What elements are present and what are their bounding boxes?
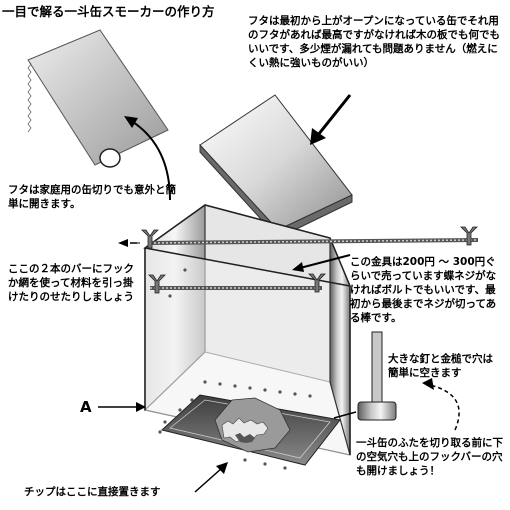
plate-arrow bbox=[129, 119, 171, 201]
bolt-arrow bbox=[292, 262, 304, 272]
lid-note: フタは最初から上がオープンになっている缶でそれ用のフタがあれば最高ですがなければ… bbox=[248, 15, 500, 69]
wing-nut bbox=[308, 273, 326, 293]
hole-arrow bbox=[422, 378, 434, 390]
cut-lid-plate bbox=[27, 29, 169, 168]
label-a: A bbox=[80, 398, 92, 416]
bars-note: ここの２本のバーにフックか網を使って材料を引っ掛けたりのせたりしましょう bbox=[8, 263, 134, 303]
hole-note: 一斗缶のふたを切り取る前に下の空気穴も上のフックバーの穴も開けましょう！ bbox=[356, 437, 503, 477]
chips-arrow bbox=[194, 467, 223, 493]
pour-hole bbox=[99, 148, 121, 168]
page-title: 一目で解る一斗缶スモーカーの作り方 bbox=[2, 4, 215, 19]
nail bbox=[333, 411, 357, 419]
cut-note: フタは家庭用の缶切りでも意外と簡単に開きます。 bbox=[8, 184, 176, 210]
bolt-note: この金具は200円 ～ 300円ぐらいで売っています蝶ネジがなければボルトでもい… bbox=[350, 256, 497, 324]
wing-nut bbox=[460, 226, 478, 246]
lid-arrow bbox=[310, 128, 326, 145]
threaded-rods bbox=[141, 226, 479, 294]
chips-note: チップはここに直接置きます bbox=[24, 486, 161, 498]
wing-nut bbox=[141, 229, 159, 249]
wood-chips bbox=[214, 397, 291, 453]
can-body bbox=[143, 203, 352, 470]
hammer bbox=[357, 331, 397, 421]
nail-note: 大きな釘と金槌で穴は簡単に空きます bbox=[388, 353, 493, 379]
wing-nut bbox=[148, 274, 166, 294]
